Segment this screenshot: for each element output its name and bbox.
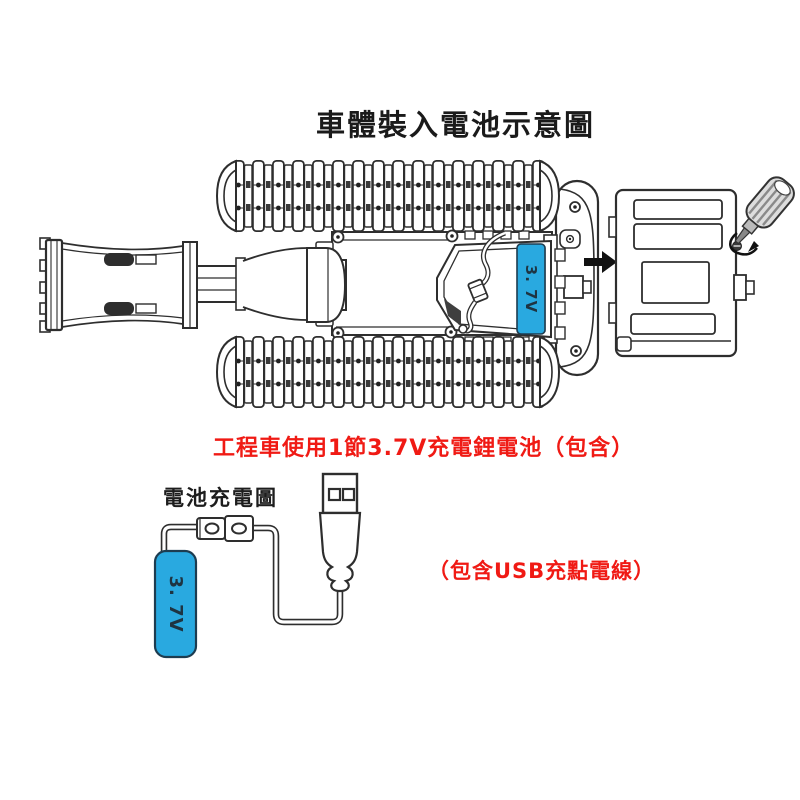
vehicle-battery	[516, 243, 546, 335]
compartment-shadow	[444, 299, 461, 326]
battery-compartment: 3. 7V	[436, 230, 552, 339]
install-arrow-icon	[584, 251, 617, 273]
blade-pivot-bottom	[104, 302, 134, 315]
rotate-arrow-icon	[729, 232, 758, 256]
cover-connector	[733, 274, 747, 301]
charger-heading: 電池充電圖	[163, 486, 278, 510]
usb-cable-note: （包含USB充點電線）	[428, 559, 656, 583]
charger-battery	[153, 549, 198, 659]
page-title: 車體裝入電池示意圖	[316, 108, 596, 142]
cable-connector	[196, 515, 254, 542]
vehicle-rear-hull	[554, 179, 600, 377]
charger-battery-label: 3. 7V	[165, 575, 186, 632]
rear-latch	[563, 275, 584, 299]
track-bottom	[215, 335, 561, 409]
charger-diagram: 3. 7V	[153, 472, 362, 659]
blade-pivot-top	[104, 253, 134, 266]
dozer-blade	[39, 237, 198, 333]
wire-connector	[467, 278, 489, 304]
blade-arm	[195, 241, 347, 327]
usb-plug-icon	[318, 472, 362, 593]
vehicle-battery-label: 3. 7V	[522, 265, 540, 313]
vehicle-caption: 工程車使用1節3.7V充電鋰電池（包含）	[213, 436, 635, 461]
vehicle-diagram: 3. 7V	[39, 159, 795, 409]
battery-cover	[608, 188, 755, 358]
screwdriver-icon	[734, 176, 795, 245]
track-top	[215, 159, 561, 233]
rotate-arrow-head	[748, 241, 759, 252]
